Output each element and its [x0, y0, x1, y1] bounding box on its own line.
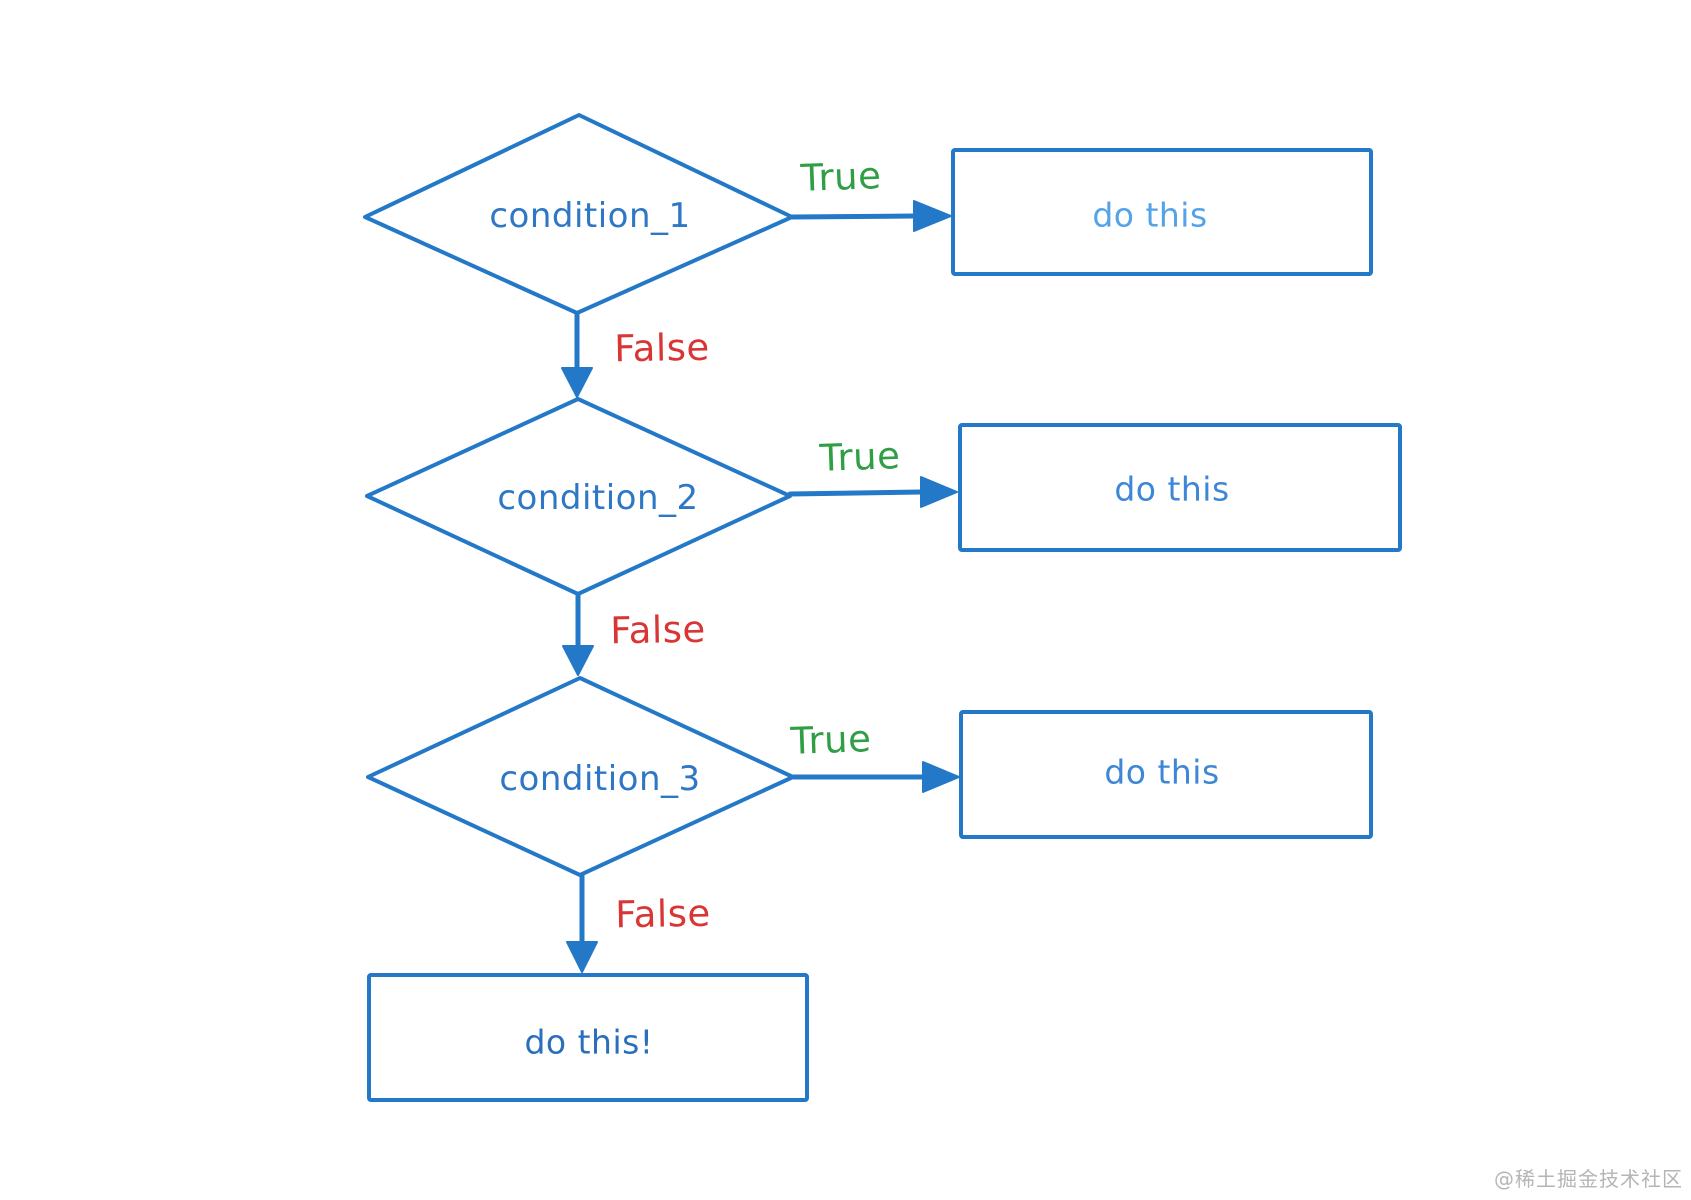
action-box-2: [958, 423, 1402, 552]
false-arrow-1: [561, 310, 593, 398]
arrowhead-down-icon: [562, 645, 594, 676]
action-box-3: [959, 710, 1373, 839]
arrowhead-right-icon: [913, 200, 952, 232]
false-arrow-3: [566, 872, 598, 973]
action-label-3: do this: [1104, 752, 1220, 792]
decision-label-2: condition_2: [497, 478, 699, 518]
action-label-1: do this: [1092, 195, 1208, 235]
action-box-final: [367, 973, 809, 1102]
false-arrow-2: [562, 591, 594, 676]
false-branch-label-1: False: [613, 325, 711, 371]
arrowhead-right-icon: [920, 476, 958, 508]
action-label-2: do this: [1114, 469, 1230, 509]
true-branch-label-2: True: [818, 434, 902, 480]
false-branch-label-2: False: [609, 607, 707, 653]
true-branch-label-3: True: [789, 717, 873, 763]
true-branch-label-1: True: [799, 154, 883, 200]
decision-label-3: condition_3: [499, 759, 701, 799]
decision-label-1: condition_1: [489, 196, 691, 236]
action-label-final: do this!: [524, 1022, 654, 1062]
false-branch-label-3: False: [614, 891, 712, 937]
arrowhead-down-icon: [561, 367, 593, 398]
true-arrow-2: [787, 476, 958, 508]
arrowhead-down-icon: [566, 941, 598, 973]
true-arrow-3: [790, 761, 960, 793]
action-box-1: [951, 148, 1373, 276]
true-arrow-1: [789, 200, 952, 232]
arrowhead-right-icon: [922, 761, 960, 793]
watermark-text: @稀土掘金技术社区: [1494, 1167, 1683, 1191]
